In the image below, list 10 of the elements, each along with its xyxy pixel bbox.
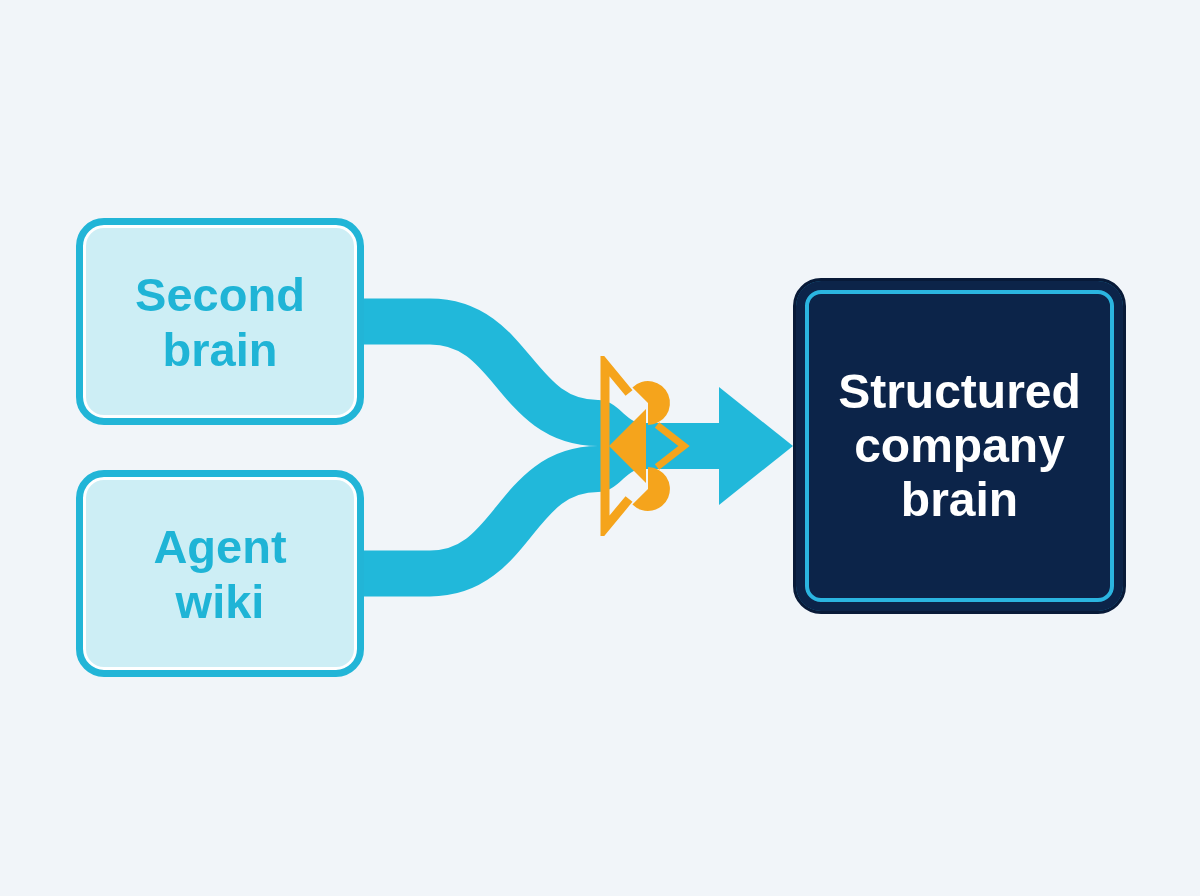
flow-band (364, 298, 601, 446)
box-label: Structured company brain (837, 365, 1082, 527)
merge-symbol (598, 356, 690, 536)
box-label: Second brain (134, 266, 306, 377)
flow-band (364, 446, 601, 597)
process-box (76, 218, 364, 425)
process-box (793, 278, 1126, 614)
flow-arrow (690, 387, 793, 505)
process-box (76, 470, 364, 677)
box-label: Agent wiki (152, 518, 288, 629)
